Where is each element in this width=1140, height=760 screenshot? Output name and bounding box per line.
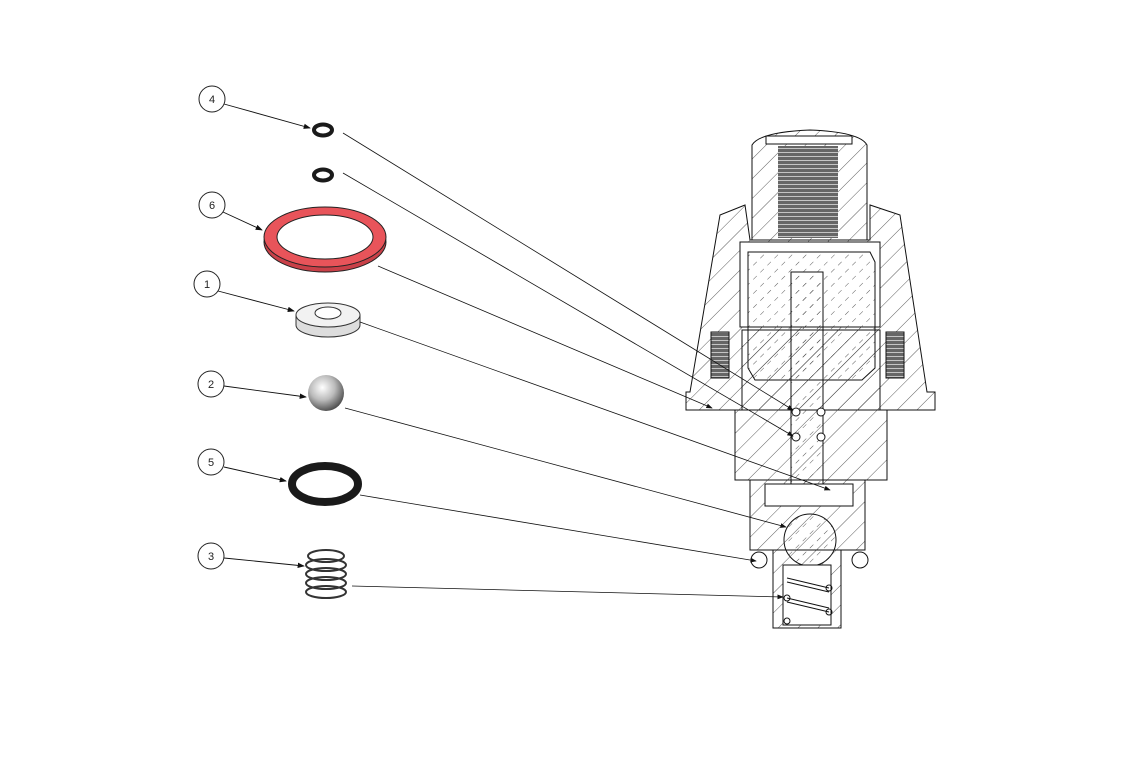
right-thread: [885, 331, 905, 379]
oring-right: [851, 551, 869, 569]
stem-oring-4: [816, 432, 826, 442]
left-thread: [710, 331, 730, 379]
balloon-6: 6: [198, 191, 226, 219]
o-ring-small-1: [312, 122, 334, 138]
balloon-leaders: [217, 103, 311, 569]
balloon-label: 5: [208, 457, 214, 469]
balloon-4: 4: [198, 85, 226, 113]
spring-cavity: [782, 564, 832, 626]
stem-oring-1: [791, 407, 801, 417]
ball: [308, 375, 344, 411]
balloon-1: 1: [193, 270, 221, 298]
stem-oring-3: [791, 432, 801, 442]
o-ring-small-2: [312, 167, 334, 183]
gasket: [263, 206, 387, 273]
stem-oring-2: [816, 407, 826, 417]
o-ring-large: [288, 462, 362, 506]
cap-thread: [778, 146, 838, 238]
assembly-leaders: [342, 132, 831, 600]
spring: [305, 549, 347, 599]
stem: [790, 271, 824, 488]
balloon-5: 5: [197, 448, 225, 476]
balloon-3: 3: [197, 542, 225, 570]
washer-seat: [764, 483, 854, 507]
oring-left: [750, 551, 768, 569]
balloon-label: 6: [209, 200, 215, 212]
balloon-label: 3: [208, 551, 214, 563]
balloon-label: 2: [208, 379, 214, 391]
parts: [263, 122, 387, 599]
assembly-section: [685, 129, 936, 629]
cap-top-plate: [765, 135, 853, 145]
spring-section: [783, 577, 833, 625]
balloon-label: 1: [204, 279, 210, 291]
washer: [295, 302, 361, 338]
balloon-2: 2: [197, 370, 225, 398]
balloon-label: 4: [209, 94, 215, 106]
